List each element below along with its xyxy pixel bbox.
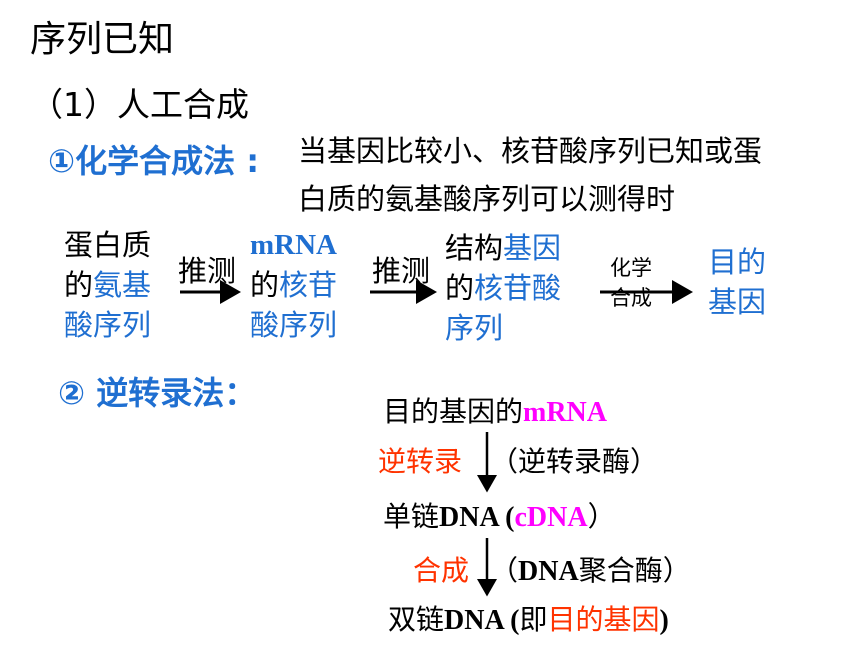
text-span: 基因 (503, 231, 562, 265)
text-span: 目的基因的 (383, 395, 524, 428)
text-span: 双链 (388, 603, 445, 636)
flow1-protein-sequence: 蛋白质 的氨基 酸序列 (64, 225, 151, 345)
text-line: 目的 (708, 245, 767, 279)
text-span: 的 (250, 268, 280, 302)
page-title: 序列已知 (30, 19, 175, 60)
text-span: DNA ( (444, 605, 520, 636)
flow2-reverse-transcription-label: 逆转录 (378, 445, 463, 478)
text-span: 目的基因 (547, 603, 660, 636)
text-span: DNA (518, 556, 579, 587)
flow1-mrna-sequence: mRNA 的核苷 酸序列 (250, 225, 337, 345)
text-span: cDNA (514, 502, 588, 533)
flow2-step-cdna: 单链DNA (cDNA） (383, 495, 616, 535)
text-span: 聚合酶） (578, 554, 691, 587)
text-line: 化学 (610, 256, 652, 280)
text-span: mRNA (523, 397, 608, 428)
text-span: ) (659, 605, 669, 636)
text-span: 的 (64, 268, 94, 302)
text-line: 基因 (708, 285, 767, 319)
flow2-step-dsdna: 双链DNA (即目的基因) (388, 598, 669, 638)
flow2-enzyme-note-1: （逆转录酶） (490, 445, 659, 478)
text-line: 序列 (445, 311, 504, 345)
text-line: 酸序列 (250, 308, 338, 342)
condition-line-1: 当基因比较小、核苷酸序列已知或蛋 (298, 134, 763, 168)
arrow3-label: 化学 合成 (610, 253, 652, 313)
text-span: DNA ( (439, 502, 515, 533)
text-span: 核苷 (279, 268, 338, 302)
flow1-gene-sequence: 结构基因 的核苷酸 序列 (445, 228, 561, 348)
flow1-target-gene: 目的 基因 (708, 242, 766, 322)
text-span: 的 (445, 271, 475, 305)
text-line: 的核苷酸 (445, 268, 561, 308)
text-line: mRNA (250, 229, 337, 261)
text-line: 蛋白质 (64, 228, 152, 262)
section-heading: （1）人工合成 (30, 85, 249, 124)
text-line: 合成 (610, 286, 652, 310)
text-span: 即 (519, 603, 548, 636)
text-line: 酸序列 (64, 308, 152, 342)
condition-line-2: 白质的氨基酸序列可以测得时 (298, 182, 676, 216)
method-reverse-transcription-label: ② 逆转录法： (58, 374, 257, 412)
text-span: 结构 (445, 231, 504, 265)
flow2-step-mrna: 目的基因的mRNA (383, 390, 607, 430)
text-span: ） (587, 500, 616, 533)
flow2-synthesis-label: 合成 (413, 554, 470, 587)
method-chemical-synthesis-label: ①化学合成法 : (48, 142, 260, 180)
text-span: 核苷酸 (474, 271, 562, 305)
text-line: 的核苷 (250, 265, 337, 305)
text-span: 氨基 (93, 268, 152, 302)
text-line: 的氨基 (64, 265, 151, 305)
text-line: 结构基因 (445, 228, 561, 268)
text-span: 单链 (383, 500, 440, 533)
